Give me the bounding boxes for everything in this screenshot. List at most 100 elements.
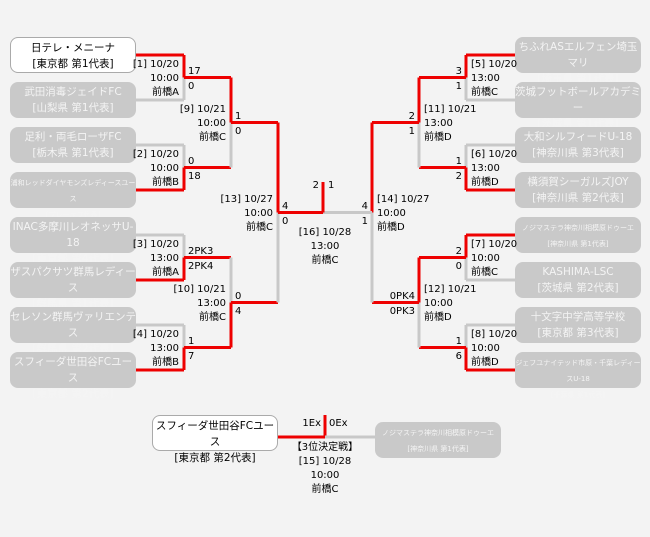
team-card-right[interactable]: ノジマステラ神奈川相模原ドゥーエ[神奈川県 第1代表]	[515, 217, 641, 253]
score: 0	[188, 80, 195, 92]
score: 0PK4	[389, 290, 415, 302]
score: 1	[408, 125, 415, 137]
match-time: 10:00	[424, 297, 453, 309]
team-card-left[interactable]: セレソン群馬ヴァリエンテス[群馬県 第2代表]	[10, 307, 136, 355]
score: 2	[455, 245, 462, 257]
team-name: INAC多摩川レオネッサU-18	[12, 221, 134, 249]
score: 17	[188, 65, 201, 77]
match-venue: 前橋D	[377, 221, 405, 233]
score: 0	[455, 260, 462, 272]
team-region: [神奈川県 第1代表]	[407, 445, 469, 453]
score: 6	[455, 350, 462, 362]
match-label: [4] 10/20	[132, 328, 179, 340]
match-time: 10:00	[150, 162, 179, 174]
match-time: 13:00	[150, 342, 179, 354]
team-name: ノジマステラ神奈川相模原ドゥーエ	[522, 224, 634, 232]
team-card-right[interactable]: ジェフユナイテッド市原・千葉レディースU-18[千葉県 第1代表]	[515, 352, 641, 399]
score: 2	[408, 110, 415, 122]
score: 4	[282, 200, 289, 212]
team-region: [プレーオフ代表]	[45, 211, 101, 219]
match-label: [5] 10/20	[471, 58, 518, 70]
match-time: 10:00	[471, 342, 500, 354]
third-place-team-right[interactable]: ノジマステラ神奈川相模原ドゥーエ [神奈川県 第1代表]	[375, 422, 501, 458]
team-card-left[interactable]: INAC多摩川レオネッサU-18[東京都 第4代表]	[10, 217, 136, 265]
match-venue: 前橋C	[471, 266, 498, 278]
match-venue: 前橋D	[424, 311, 452, 323]
team-name: 横須賀シーガルズJOY	[527, 176, 629, 188]
team-card-right[interactable]: 十文字中学高等学校[東京都 第3代表]	[515, 307, 641, 343]
team-name: セレソン群馬ヴァリエンテス	[10, 311, 136, 339]
team-card-left[interactable]: ザスパクサツ群馬レディース[群馬県 第1代表]	[10, 262, 136, 310]
team-card-right[interactable]: 大和シルフィードU-18 [神奈川県 第3代表]	[515, 127, 641, 163]
match-time: 13:00	[471, 72, 500, 84]
match-time: 13:00	[197, 297, 226, 309]
team-name: 大和シルフィードU-18	[523, 131, 633, 143]
score: 0Ex	[329, 418, 348, 429]
match-label: [3] 10/20	[132, 238, 179, 250]
team-region: [茨城県 第2代表]	[537, 282, 619, 294]
match-info: [8] 10/20 10:00 前橋D	[471, 328, 517, 370]
match-label: [9] 10/21	[179, 103, 226, 115]
score: 18	[188, 170, 201, 182]
team-card-right[interactable]: 横須賀シーガルズJOY[神奈川県 第2代表]	[515, 172, 641, 208]
score: 1	[455, 155, 462, 167]
match-label: [8] 10/20	[471, 328, 518, 340]
match-venue: 前橋A	[152, 86, 179, 98]
team-region: [東京都 第2代表]	[32, 388, 114, 400]
team-card-right[interactable]: KASHIMA-LSC [茨城県 第2代表]	[515, 262, 641, 298]
match-label: [13] 10/27	[220, 193, 273, 205]
match-time: 13:00	[471, 162, 500, 174]
match-label: [14] 10/27	[377, 193, 430, 205]
match-info: [14] 10/27 10:00 前橋D	[377, 193, 430, 235]
team-name: ノジマステラ神奈川相模原ドゥーエ	[382, 429, 494, 437]
score: 1	[455, 335, 462, 347]
match-venue: 前橋C	[471, 86, 498, 98]
team-card-left[interactable]: 浦和レッドダイヤモンズレディースユース[プレーオフ代表]	[10, 172, 136, 219]
score: 3	[455, 65, 462, 77]
match-time: 13:00	[424, 117, 453, 129]
team-region: [神奈川県 第3代表]	[532, 147, 624, 159]
score: 2	[312, 180, 319, 191]
team-card-right[interactable]: ちふれASエルフェン埼玉マリ[埼玉県 第1代表]	[515, 37, 641, 85]
match-label: [12] 10/21	[424, 283, 477, 295]
team-card-right[interactable]: 茨城フットボールアカデミー[茨城県 第1代表]	[515, 82, 641, 130]
match-time: 10:00	[377, 207, 406, 219]
team-card-left[interactable]: 日テレ・メニーナ[東京都 第1代表]	[10, 37, 136, 73]
score: 4	[361, 200, 368, 212]
team-name: ちふれASエルフェン埼玉マリ	[518, 41, 638, 69]
match-time: 10:00	[197, 117, 226, 129]
score: 0PK3	[389, 305, 415, 317]
final-venue: 前橋C	[311, 255, 339, 266]
third-place-venue: 前橋C	[311, 484, 339, 495]
third-place-label: [15] 10/28	[298, 456, 352, 467]
score: 7	[188, 350, 195, 362]
match-venue: 前橋C	[246, 221, 273, 233]
team-card-left[interactable]: スフィーダ世田谷FCユース[東京都 第2代表]	[10, 352, 136, 400]
match-label: [2] 10/20	[132, 148, 179, 160]
score: 1	[361, 215, 368, 227]
team-card-left[interactable]: 足利・両毛ローザFC[栃木県 第1代表]	[10, 127, 136, 163]
team-name: 足利・両毛ローザFC	[24, 131, 122, 143]
score: 0	[188, 155, 195, 167]
score: 1Ex	[302, 418, 321, 429]
match-venue: 前橋C	[199, 311, 226, 323]
team-region: [東京都 第2代表]	[174, 452, 256, 464]
team-name: KASHIMA-LSC	[542, 266, 614, 278]
match-time: 10:00	[471, 252, 500, 264]
match-venue: 前橋D	[471, 356, 499, 368]
match-info: [12] 10/21 10:00 前橋D	[424, 283, 477, 325]
third-place-team-left[interactable]: スフィーダ世田谷FCユース[東京都 第2代表]	[152, 415, 278, 464]
match-venue: 前橋D	[471, 176, 499, 188]
team-name: ザスパクサツ群馬レディース	[10, 266, 136, 294]
team-region: [東京都 第1代表]	[32, 58, 114, 70]
match-label: [7] 10/20	[471, 238, 518, 250]
match-venue: 前橋D	[424, 131, 452, 143]
final-time: 13:00	[310, 241, 340, 252]
team-card-left[interactable]: 武田消毒ジェイドFC[山梨県 第1代表]	[10, 82, 136, 118]
team-name: 茨城フットボールアカデミー	[515, 86, 641, 114]
